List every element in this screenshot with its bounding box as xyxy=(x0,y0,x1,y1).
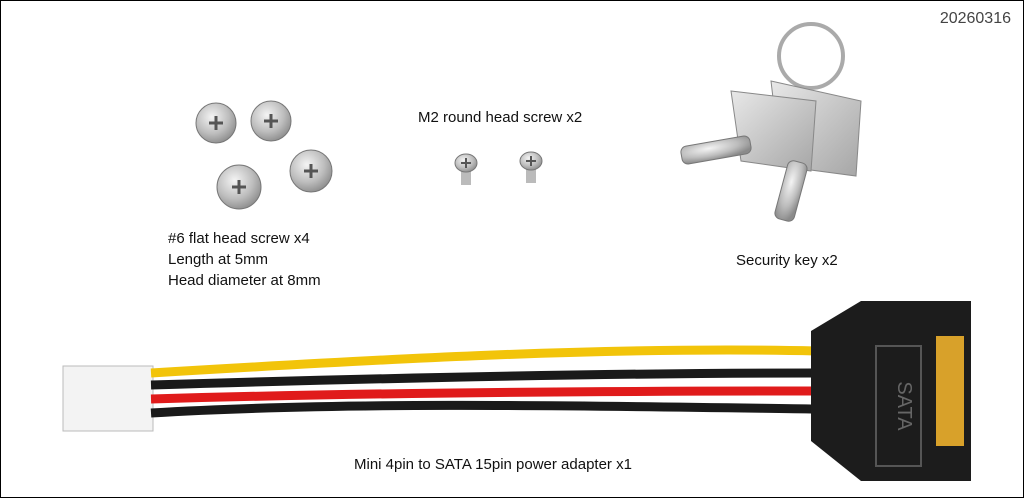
screw xyxy=(216,164,262,210)
sata-marking: SATA xyxy=(893,381,915,431)
sata-connector: SATA xyxy=(811,301,971,481)
power-adapter-cable: SATA xyxy=(62,301,971,481)
screw xyxy=(289,149,333,193)
flat-screw-name: #6 flat head screw x4 xyxy=(168,230,310,247)
mini-4pin-connector xyxy=(62,365,154,432)
screw xyxy=(454,153,478,185)
flat-screw-length: Length at 5mm xyxy=(168,251,269,268)
m2-screw-label: M2 round head screw x2 xyxy=(418,109,583,126)
flat-head-screws xyxy=(195,100,333,210)
date-stamp: 20260316 xyxy=(939,10,1011,27)
screw xyxy=(195,102,237,144)
m2-screws xyxy=(454,151,543,185)
flat-screw-label: #6 flat head screw x4 Length at 5mm Head… xyxy=(168,228,321,291)
power-adapter-label: Mini 4pin to SATA 15pin power adapter x1 xyxy=(354,456,632,473)
screw xyxy=(519,151,543,183)
security-keys xyxy=(680,22,862,222)
screw xyxy=(250,100,292,142)
flat-screw-head-diameter: Head diameter at 8mm xyxy=(168,272,321,289)
security-key-label: Security key x2 xyxy=(736,252,838,269)
